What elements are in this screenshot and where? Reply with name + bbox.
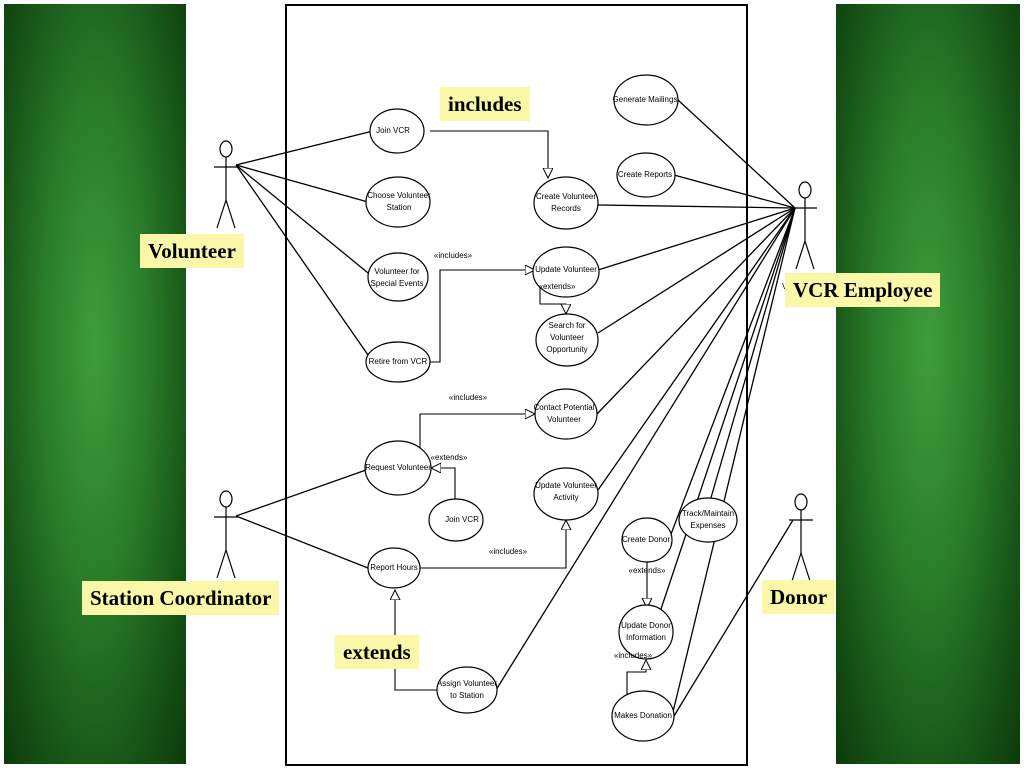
usecase-assign-volunteer-station — [436, 666, 498, 714]
label-choose-volunteer-station-1: Choose Volunteer — [367, 191, 431, 200]
stereotype-includes-activity: «includes» — [489, 547, 528, 556]
label-choose-volunteer-station-2: Station — [387, 203, 412, 212]
label-report-hours: Report Hours — [370, 563, 418, 572]
label-search-volunteer-1: Search for — [549, 321, 586, 330]
usecase-search-volunteer-opportunity — [535, 313, 599, 367]
usecase-track-maintain-expenses — [678, 497, 738, 543]
label-update-volunteer-activity-2: Activity — [553, 493, 578, 502]
usecase-update-donor-information — [618, 604, 674, 660]
left-green-panel — [4, 4, 186, 764]
label-join-vcr: Join VCR — [376, 126, 410, 135]
callout-includes: includes — [440, 87, 530, 121]
label-retire-from-vcr: Retire from VCR — [369, 357, 428, 366]
label-volunteer-special-events-2: Special Events — [371, 279, 424, 288]
label-create-donor: Create Donor — [622, 535, 670, 544]
usecase-makes-donation — [611, 690, 675, 742]
usecase-volunteer-special-events — [367, 252, 429, 302]
callout-extends: extends — [335, 635, 419, 669]
label-search-volunteer-3: Opportunity — [546, 345, 587, 354]
stereotype-extends-joinvcr: «extends» — [431, 453, 468, 462]
label-update-volunteer-activity-1: Update Volunteer — [535, 481, 597, 490]
label-update-donor-2: Information — [626, 633, 666, 642]
label-create-reports: Create Reports — [618, 170, 672, 179]
usecase-choose-volunteer-station — [365, 176, 431, 228]
label-search-volunteer-2: Volunteer — [550, 333, 584, 342]
usecase-report-hours — [367, 547, 421, 589]
actor-station-coordinator-figure — [214, 490, 238, 579]
usecase-create-volunteer-records — [533, 176, 599, 230]
callout-volunteer: Volunteer — [140, 234, 244, 268]
right-green-panel — [836, 4, 1020, 764]
usecase-contact-potential-volunteer — [534, 388, 598, 440]
label-track-maintain-2: Expenses — [690, 521, 725, 530]
actor-volunteer-figure — [214, 140, 238, 229]
callout-station-coordinator: Station Coordinator — [82, 581, 280, 615]
actor-vcr-employee-figure — [793, 181, 817, 270]
label-update-donor-1: Update Donor — [621, 621, 671, 630]
label-join-vcr-2: Join VCR — [445, 515, 479, 524]
usecase-create-donor — [621, 517, 673, 563]
label-contact-potential-2: Volunteer — [547, 415, 581, 424]
callout-vcr-employee: VCR Employee — [785, 273, 941, 307]
stereotype-includes-contact: «includes» — [449, 393, 488, 402]
dependency-arrows — [395, 130, 647, 697]
stereotype-extends-donor: «extends» — [629, 566, 666, 575]
callout-donor: Donor — [762, 580, 836, 614]
label-generate-mailings: Generate Mailings — [613, 95, 678, 104]
usecase-request-volunteer — [364, 440, 432, 496]
stereotype-extends-search: «extends» — [539, 282, 576, 291]
label-assign-volunteer-1: Assign Volunteer — [437, 679, 497, 688]
label-request-volunteer: Request Volunteer — [365, 463, 431, 472]
label-makes-donation: Makes Donation — [614, 711, 672, 720]
usecase-create-reports — [616, 152, 676, 198]
usecase-retire-from-vcr — [365, 341, 431, 383]
usecase-generate-mailings — [613, 74, 679, 126]
label-create-volunteer-records-1: Create Volunteer — [536, 192, 596, 201]
actor-donor-figure — [789, 493, 813, 582]
association-lines — [235, 99, 796, 717]
usecase-join-vcr — [369, 108, 425, 154]
usecase-update-volunteer-activity — [533, 467, 599, 521]
usecase-join-vcr-2 — [428, 498, 484, 542]
label-track-maintain-1: Track/Maintain — [682, 509, 734, 518]
label-assign-volunteer-2: to Station — [450, 691, 484, 700]
stereotype-includes-update: «includes» — [434, 251, 473, 260]
label-volunteer-special-events-1: Volunteer for — [374, 267, 420, 276]
label-contact-potential-1: Contact Potential — [534, 403, 595, 412]
label-create-volunteer-records-2: Records — [551, 204, 581, 213]
usecase-update-volunteer — [532, 246, 600, 298]
stereotype-includes-donation: «includes» — [614, 651, 653, 660]
label-update-volunteer: Update Volunteer — [535, 265, 597, 274]
